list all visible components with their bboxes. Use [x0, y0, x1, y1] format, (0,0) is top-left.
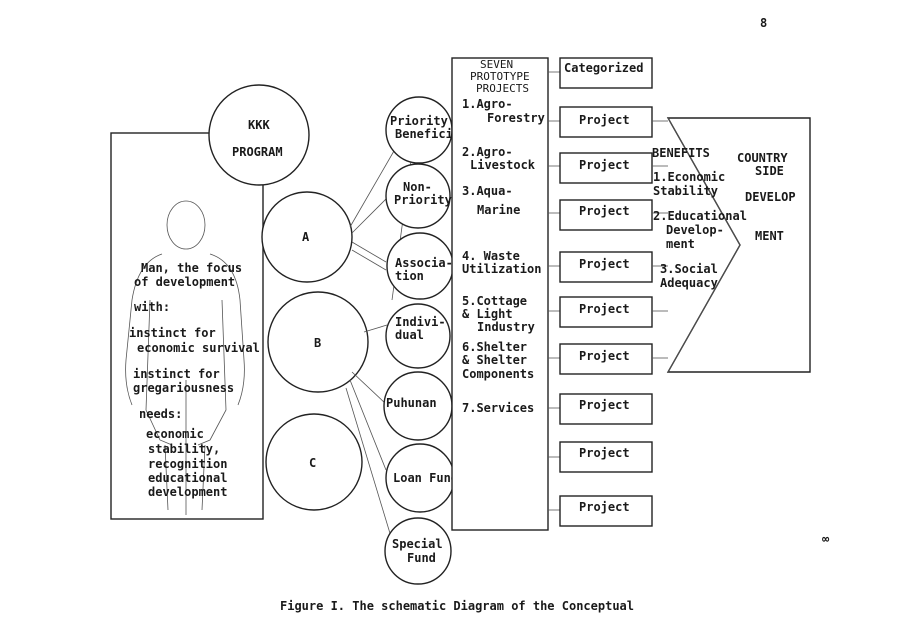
prototype-3-l2: Marine — [477, 203, 520, 217]
countryside-l2: SIDE — [755, 164, 784, 178]
project-connectors — [548, 71, 560, 511]
man-text-4: instinct for — [129, 326, 216, 340]
project-box-9: Project — [559, 495, 653, 527]
circle-c: C — [265, 413, 363, 511]
project-box-1: Project — [559, 106, 653, 138]
man-text-6: instinct for — [133, 367, 220, 381]
group-priority-l1: Priority — [390, 114, 448, 128]
man-text-10: stability, — [148, 442, 220, 456]
prototype-header-1: SEVEN — [480, 58, 513, 71]
project-label-5: Project — [579, 302, 630, 316]
man-text-1: Man, the focus — [141, 261, 242, 275]
project-box-2: Project — [559, 152, 653, 184]
project-label-4: Project — [579, 257, 630, 271]
prototype-6-l3: Components — [462, 367, 534, 381]
benefit-1-l2: Stability — [653, 184, 718, 198]
program-line-1: KKK — [248, 118, 270, 132]
categorized-label: Categorized — [564, 61, 643, 75]
group-individual-l2: dual — [395, 328, 424, 342]
project-label-7: Project — [579, 398, 630, 412]
page-number: 8 — [760, 16, 767, 30]
countryside-l1: COUNTRY — [737, 151, 788, 165]
prototype-6-l2: & Shelter — [462, 353, 527, 367]
circle-b: B — [267, 291, 369, 393]
countryside-l3: DEVELOP — [745, 190, 796, 204]
benefits-title: BENEFITS — [652, 146, 710, 160]
group-loan-fund-l1: Loan Fund — [393, 471, 458, 485]
group-non-priority: Non- Priority — [385, 163, 452, 229]
project-label-2: Project — [579, 158, 630, 172]
man-text-3: with: — [134, 300, 170, 314]
prototype-3-l1: 3.Aqua- — [462, 184, 513, 198]
figure-caption: Figure I. The schematic Diagram of the C… — [280, 599, 634, 613]
prototype-7-l1: 7.Services — [462, 401, 534, 415]
prototype-5-l2: & Light — [462, 307, 513, 321]
group-association: Associa- tion — [386, 232, 454, 300]
man-text-7: gregariousness — [133, 381, 234, 395]
countryside-l4: MENT — [755, 229, 784, 243]
prototype-5-l1: 5.Cottage — [462, 294, 527, 308]
arrow-connectors — [652, 120, 668, 359]
categorized-box: Categorized — [559, 57, 653, 89]
human-figure-icon — [125, 200, 245, 515]
corner-mark: ∞ — [822, 532, 830, 546]
prototype-column: SEVEN PROTOTYPE PROJECTS 1.Agro- Forestr… — [451, 57, 549, 531]
group-individual: Indivi- dual — [385, 303, 451, 369]
man-text-5: economic survival — [137, 341, 260, 355]
project-label-9: Project — [579, 500, 630, 514]
project-label-3: Project — [579, 204, 630, 218]
prototype-4-l2: Utilization — [462, 262, 541, 276]
circle-b-label: B — [314, 336, 321, 350]
group-association-l2: tion — [395, 269, 424, 283]
group-puhunan-l1: Puhunan — [386, 396, 437, 410]
prototype-2-l1: 2.Agro- — [462, 145, 513, 159]
man-text-13: development — [148, 485, 227, 499]
project-box-3: Project — [559, 199, 653, 231]
project-label-6: Project — [579, 349, 630, 363]
program-line-2: PROGRAM — [232, 145, 283, 159]
man-box: Man, the focus of development with: inst… — [110, 132, 264, 520]
group-individual-l1: Indivi- — [395, 315, 446, 329]
group-non-priority-l2: Priority — [394, 193, 452, 207]
benefit-3-l1: 3.Social — [660, 262, 718, 276]
man-text-2: of development — [134, 275, 235, 289]
project-box-5: Project — [559, 296, 653, 328]
group-puhunan: Puhunan — [383, 371, 453, 441]
project-box-8: Project — [559, 441, 653, 473]
prototype-1-l1: 1.Agro- — [462, 97, 513, 111]
prototype-5-l3: Industry — [477, 320, 535, 334]
prototype-header-3: PROJECTS — [476, 82, 529, 95]
man-text-9: economic — [146, 427, 204, 441]
project-box-6: Project — [559, 343, 653, 375]
benefit-1-l1: 1.Economic — [653, 170, 725, 184]
man-text-12: educational — [148, 471, 227, 485]
group-special-fund-l2: Fund — [407, 551, 436, 565]
program-circle: KKK PROGRAM — [208, 84, 310, 186]
prototype-1-l2: Forestry — [487, 111, 545, 125]
circle-a-label: A — [302, 230, 310, 244]
benefit-2-l2: Develop- — [666, 223, 724, 237]
group-special-fund-l1: Special — [392, 537, 443, 551]
benefit-2-l1: 2.Educational — [653, 209, 747, 223]
group-special-fund: Special Fund — [384, 517, 452, 585]
benefit-3-l2: Adequacy — [660, 276, 718, 290]
circle-a: A — [261, 191, 353, 283]
group-non-priority-l1: Non- — [403, 180, 432, 194]
benefit-2-l3: ment — [666, 237, 695, 251]
circle-c-label: C — [309, 456, 316, 470]
prototype-4-l1: 4. Waste — [462, 249, 520, 263]
prototype-header-2: PROTOTYPE — [470, 70, 530, 83]
man-text-8: needs: — [139, 407, 182, 421]
project-label-1: Project — [579, 113, 630, 127]
group-loan-fund: Loan Fund — [385, 443, 458, 513]
prototype-6-l1: 6.Shelter — [462, 340, 527, 354]
man-text-11: recognition — [148, 457, 227, 471]
project-label-8: Project — [579, 446, 630, 460]
project-box-7: Project — [559, 393, 653, 425]
group-association-l1: Associa- — [395, 256, 453, 270]
prototype-2-l2: Livestock — [470, 158, 536, 172]
benefits-arrow: BENEFITS 1.Economic Stability 2.Educatio… — [652, 117, 811, 373]
project-box-4: Project — [559, 251, 653, 283]
